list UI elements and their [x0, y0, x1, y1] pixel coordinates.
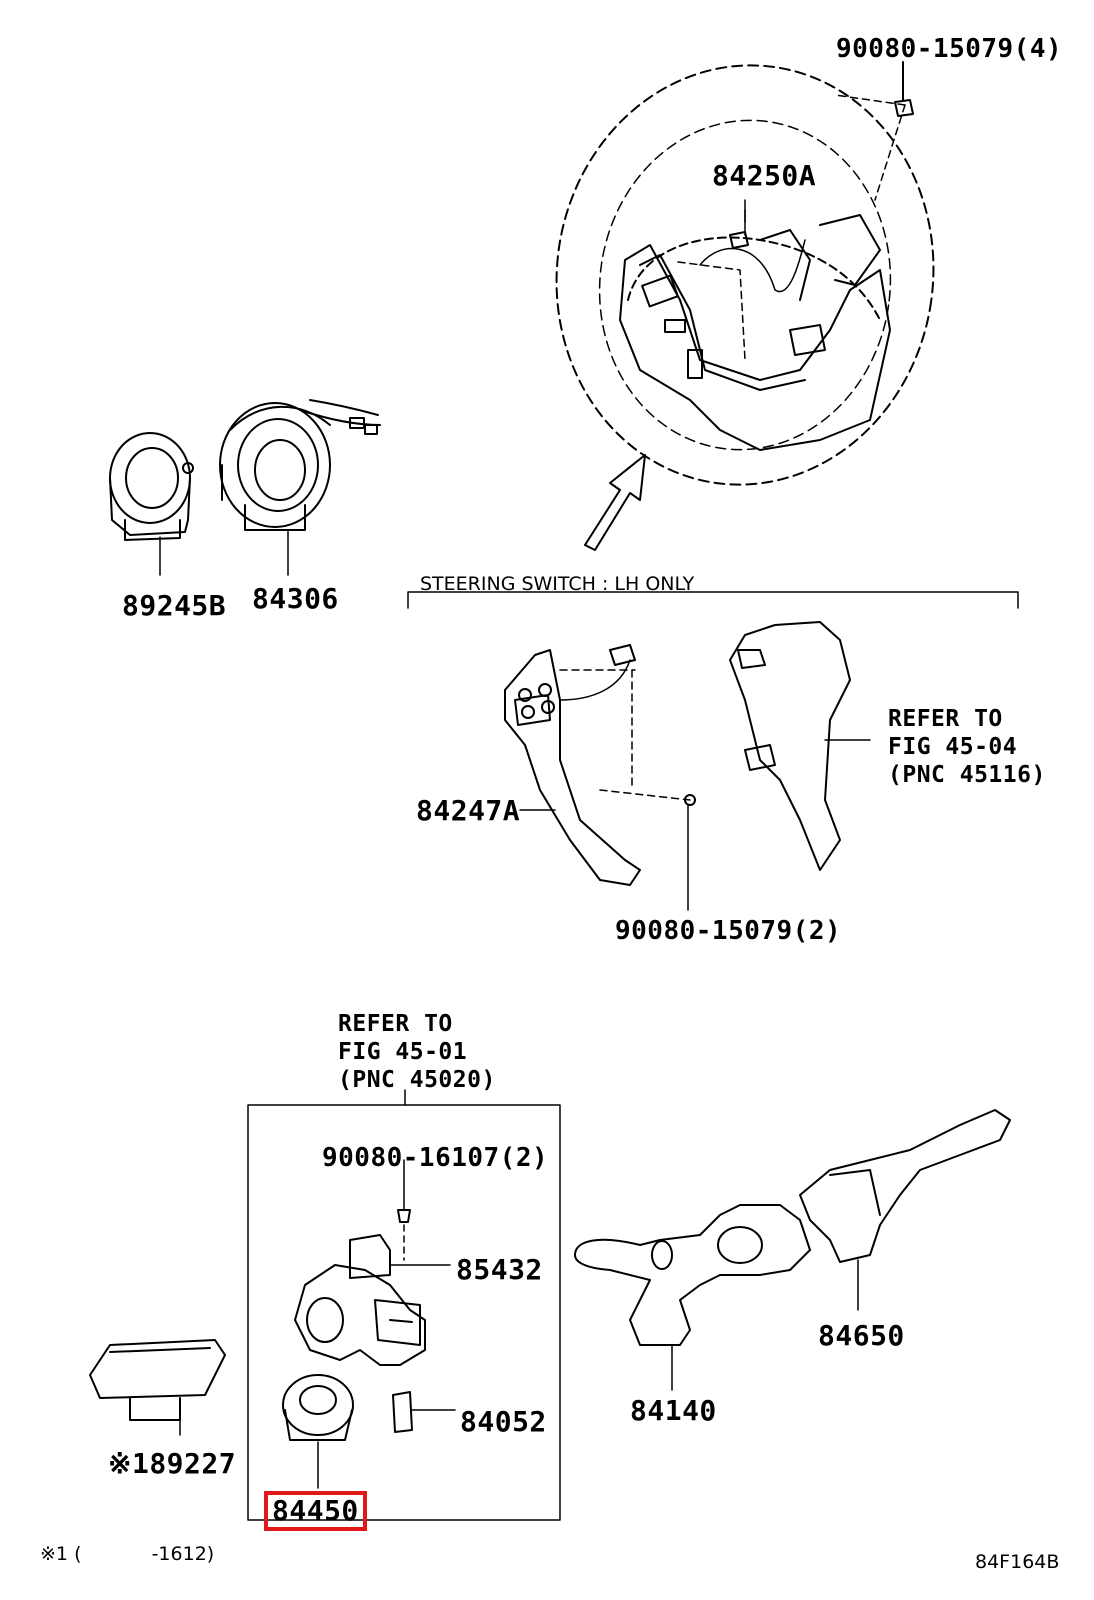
part-label-screw-lock: 90080-16107(2)	[322, 1143, 549, 1173]
figure-code: 84F164B	[975, 1551, 1060, 1573]
footnote-open: (	[74, 1543, 82, 1565]
part-label-cover: 89245B	[122, 589, 227, 622]
screw-top-drawing	[744, 61, 914, 223]
section-title: STEERING SWITCH : LH ONLY	[420, 573, 695, 595]
spiral-cable-drawing	[219, 399, 381, 576]
refer-note-pad: REFER TO FIG 45-04 (PNC 45116)	[888, 705, 1046, 789]
cover-drawing	[109, 432, 194, 576]
refer-line1: REFER TO	[338, 1011, 453, 1037]
part-label-screw-switch: 90080-15079(2)	[615, 916, 842, 946]
footnote: ※1 ( -1612)	[40, 1545, 214, 1564]
switch-small-drawing	[392, 1391, 456, 1433]
turn-switch-drawing	[574, 1204, 811, 1391]
sensor-drawing	[349, 1234, 451, 1279]
pad-drawing	[729, 621, 871, 871]
refer-line1: REFER TO	[888, 706, 1003, 732]
section-bracket	[407, 591, 1019, 609]
part-label-switch-small: 84052	[460, 1405, 547, 1438]
refer-note-ignition: REFER TO FIG 45-01 (PNC 45020)	[338, 1010, 496, 1094]
lock-body-drawing	[294, 1264, 426, 1366]
part-label-turn-switch: 84140	[630, 1394, 717, 1427]
part-label-relay: ※189227	[108, 1447, 237, 1480]
wiper-switch-drawing	[799, 1109, 1011, 1311]
footnote-mark: ※1	[40, 1543, 69, 1565]
part-label-wiper-switch: 84650	[818, 1319, 905, 1352]
part-label-sensor: 85432	[456, 1253, 543, 1286]
switch-lh-drawing	[504, 644, 696, 911]
part-label-screw-top: 90080-15079(4)	[836, 34, 1063, 64]
part-label-spiral-cable: 84306	[252, 582, 339, 615]
relay-drawing	[89, 1339, 226, 1436]
ignition-box	[247, 1089, 561, 1521]
part-label-steering-wheel: 84250A	[712, 159, 817, 192]
footnote-code: -1612)	[151, 1543, 215, 1565]
part-label-switch-lh: 84247A	[416, 794, 521, 827]
refer-line2: FIG 45-04	[888, 734, 1018, 760]
refer-line3: (PNC 45116)	[888, 762, 1046, 788]
steering-wheel-drawing	[555, 64, 935, 551]
screw-lock-drawing	[397, 1159, 411, 1261]
refer-line3: (PNC 45020)	[338, 1067, 496, 1093]
part-label-ignition-switch-highlighted[interactable]: 84450	[264, 1491, 367, 1531]
refer-line2: FIG 45-01	[338, 1039, 468, 1065]
ignition-switch-drawing	[282, 1374, 354, 1489]
